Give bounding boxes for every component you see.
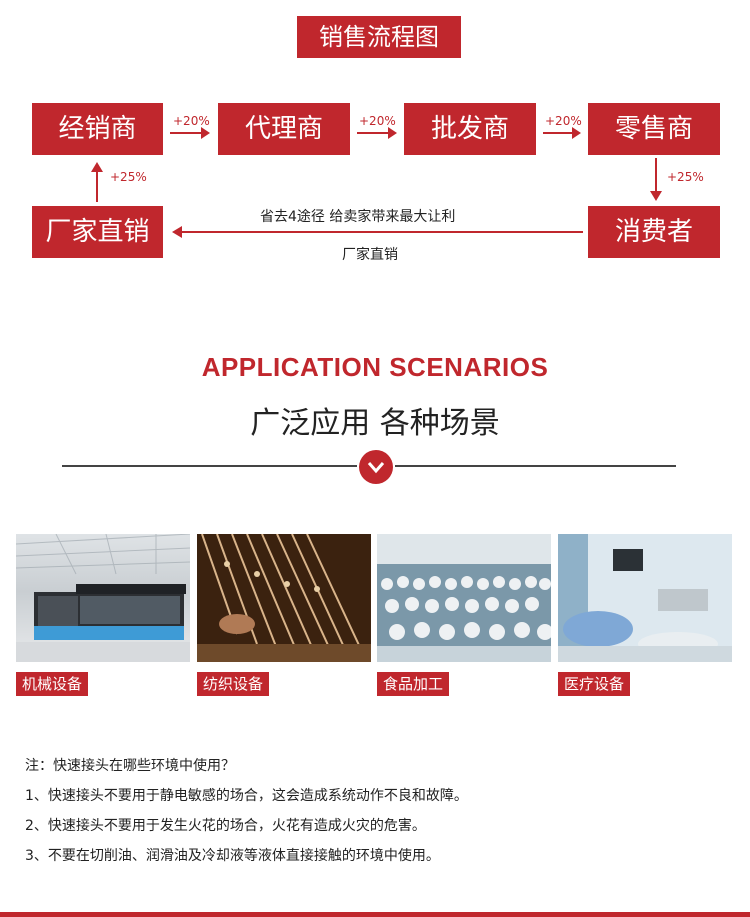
node-agent: 代理商	[218, 103, 350, 155]
arrow-down-icon	[655, 158, 657, 192]
node-consumer: 消费者	[588, 206, 720, 258]
arrow-up-icon	[96, 170, 98, 202]
markup-label: +20%	[359, 114, 396, 128]
section-title-en: APPLICATION SCENARIOS	[201, 352, 549, 382]
notes-heading: 注：快速接头在哪些环境中使用？	[25, 758, 235, 774]
scenario-label: 纺织设备	[197, 672, 270, 696]
textile-photo	[197, 534, 371, 662]
arrow-right-icon	[357, 127, 397, 139]
arrow-up-head-icon	[91, 162, 103, 172]
markup-label: +25%	[110, 170, 147, 184]
flow-title: 销售流程图	[297, 16, 461, 58]
markup-label: +20%	[173, 114, 210, 128]
markup-label: +20%	[545, 114, 582, 128]
medical-photo	[558, 534, 732, 662]
chevron-down-icon	[359, 450, 393, 484]
node-factory-direct: 厂家直销	[32, 206, 163, 258]
arrow-right-icon	[543, 127, 581, 139]
notes-item: 3、不要在切削油、润滑油及冷却液等液体直接接触的环境中使用。	[25, 848, 440, 864]
notes-item: 2、快速接头不要用于发生火花的场合，火花有造成火灾的危害。	[25, 818, 426, 834]
scenario-label: 医疗设备	[558, 672, 631, 696]
arrow-note-bottom: 厂家直销	[342, 247, 398, 263]
markup-label: +25%	[667, 170, 704, 184]
node-distributor: 经销商	[32, 103, 163, 155]
machinery-photo	[16, 534, 190, 662]
food-processing-photo	[377, 534, 551, 662]
divider-right	[395, 465, 676, 467]
bottom-divider	[0, 912, 750, 917]
arrow-left-icon	[172, 226, 182, 238]
arrow-left-line	[178, 231, 583, 233]
node-retailer: 零售商	[588, 103, 720, 155]
arrow-note-top: 省去4途径 给卖家带来最大让利	[260, 209, 456, 225]
node-wholesaler: 批发商	[404, 103, 536, 155]
notes-item: 1、快速接头不要用于静电敏感的场合，这会造成系统动作不良和故障。	[25, 788, 468, 804]
arrow-right-icon	[170, 127, 210, 139]
scenario-label: 机械设备	[16, 672, 89, 696]
divider-left	[62, 465, 357, 467]
arrow-down-head-icon	[650, 191, 662, 201]
section-title-cn: 广泛应用 各种场景	[250, 406, 500, 441]
scenario-label: 食品加工	[377, 672, 450, 696]
